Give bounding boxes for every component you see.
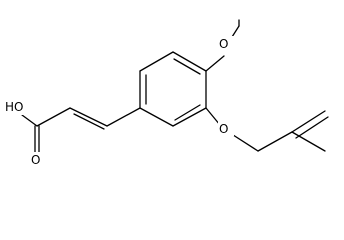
- bond-c-ch: [36, 107, 71, 127]
- ring-bond-1: [139, 107, 174, 127]
- ring-bond-4-inner: [173, 58, 201, 75]
- atom-label-ho: HO: [5, 100, 23, 114]
- atom-label-methoxy-o: O: [219, 37, 228, 51]
- ring-bond-2: [172, 107, 207, 127]
- ring-bond-5: [139, 51, 174, 72]
- ring-bond-2-inner: [174, 104, 201, 121]
- bond-ch-ch-double-b: [73, 113, 105, 130]
- bond-c-ch2-double-a: [291, 110, 326, 133]
- bond-ring-o-ether: [205, 107, 221, 126]
- bond-ch-ch-double-a: [69, 107, 108, 127]
- bond-o-methyl: [231, 25, 240, 38]
- bond-o-ch2: [229, 132, 259, 152]
- atom-label-ether-o: O: [219, 122, 228, 136]
- ring-bond-4: [172, 51, 207, 72]
- bond-chain-ring: [106, 107, 141, 127]
- structure-diagram: HO O O O: [5, 19, 329, 168]
- bond-c-ch2-double-b: [295, 116, 329, 139]
- bond-c-methyl: [291, 131, 326, 152]
- bond-ho-c: [21, 114, 38, 127]
- bond-ring-o-methoxy: [205, 55, 225, 72]
- bond-ch2-c: [257, 131, 293, 152]
- atom-label-carbonyl-o: O: [31, 153, 40, 167]
